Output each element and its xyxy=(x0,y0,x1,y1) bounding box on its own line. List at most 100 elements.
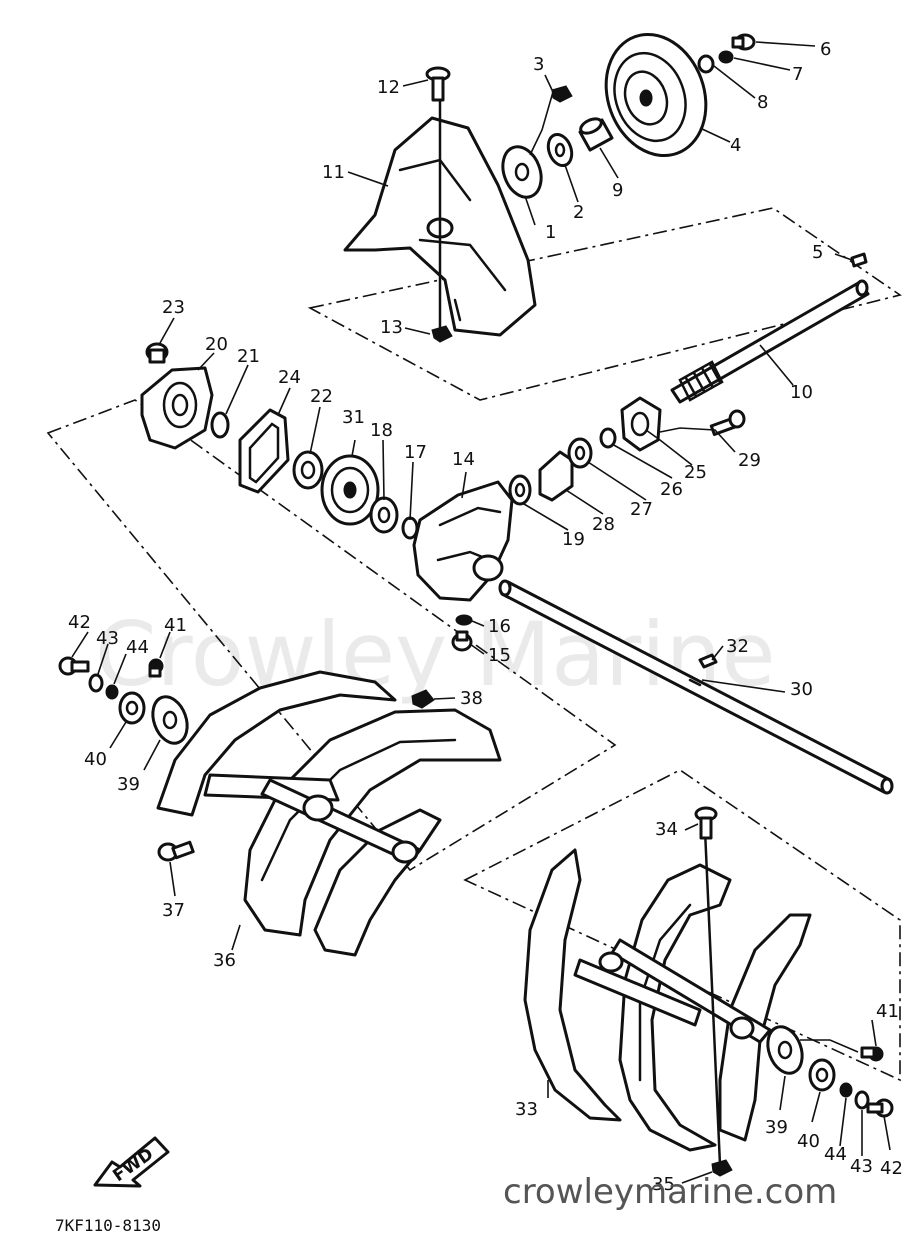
washer-43-left xyxy=(88,673,104,693)
bearing-19 xyxy=(508,474,532,506)
auger-shaft-30 xyxy=(498,579,894,795)
upper-assembly-outline xyxy=(307,207,902,401)
leader-lines xyxy=(71,41,891,1184)
callout-13: 13 xyxy=(380,317,403,338)
callout-40-left: 40 xyxy=(84,749,107,770)
bearing-40-right xyxy=(808,1058,836,1092)
callout-18: 18 xyxy=(370,420,393,441)
nut-38 xyxy=(411,689,435,709)
lower-assembly-outline xyxy=(463,769,901,1082)
bearing-22 xyxy=(292,450,324,490)
callout-9: 9 xyxy=(612,180,623,201)
callout-33: 33 xyxy=(515,1099,538,1120)
bolt-15 xyxy=(451,630,473,652)
oil-seal-21 xyxy=(210,411,230,439)
callout-1: 1 xyxy=(545,222,556,243)
nut-13 xyxy=(431,325,453,343)
bolt-41-left xyxy=(148,658,164,678)
drawing-code: 7KF110-8130 xyxy=(55,1216,161,1235)
gear-cover-20 xyxy=(140,366,214,450)
callout-4: 4 xyxy=(730,135,741,156)
footer-watermark: crowleymarine.com xyxy=(503,1172,837,1212)
callout-44-right: 44 xyxy=(824,1144,847,1165)
callout-7: 7 xyxy=(792,64,803,85)
washer-8 xyxy=(697,54,715,74)
nut-35 xyxy=(711,1159,733,1177)
washer-16 xyxy=(455,614,473,626)
callout-17: 17 xyxy=(404,442,427,463)
callout-40-right: 40 xyxy=(797,1131,820,1152)
callout-20: 20 xyxy=(205,334,228,355)
callout-10: 10 xyxy=(790,382,813,403)
bolt-6 xyxy=(731,33,756,51)
callout-42-left: 42 xyxy=(68,612,91,633)
callout-12: 12 xyxy=(377,77,400,98)
callout-6: 6 xyxy=(820,39,831,60)
callout-44-left: 44 xyxy=(126,637,149,658)
callout-16: 16 xyxy=(488,616,511,637)
drive-flange xyxy=(501,145,543,199)
callout-19: 19 xyxy=(562,529,585,550)
callout-24: 24 xyxy=(278,367,301,388)
callout-14: 14 xyxy=(452,449,475,470)
worm-shaft-10 xyxy=(670,279,870,404)
bearing-18 xyxy=(369,496,399,534)
bearing-40-left xyxy=(118,691,146,725)
gasket-28 xyxy=(538,450,574,502)
callout-41-right: 41 xyxy=(876,1001,899,1022)
collar-9 xyxy=(578,117,614,152)
bolt-37 xyxy=(157,840,195,862)
washer-7 xyxy=(718,50,734,64)
callout-2: 2 xyxy=(573,202,584,223)
washer-44-left xyxy=(105,684,119,700)
callout-39-left: 39 xyxy=(117,774,140,795)
callout-34: 34 xyxy=(655,819,678,840)
callout-42-right: 42 xyxy=(880,1158,903,1179)
callout-8: 8 xyxy=(757,92,768,113)
washer-44-right xyxy=(839,1082,853,1098)
bearing-housing-25 xyxy=(620,396,662,452)
key-5 xyxy=(850,252,868,268)
pulley-housing xyxy=(343,88,537,337)
callout-37: 37 xyxy=(162,900,185,921)
oil-seal-26 xyxy=(599,427,617,449)
gasket-24 xyxy=(238,408,290,494)
middle-assembly-outline xyxy=(46,399,617,872)
callout-28: 28 xyxy=(592,514,615,535)
bolt-42-left xyxy=(58,656,90,676)
callout-26: 26 xyxy=(660,479,683,500)
flange-39-left xyxy=(151,695,189,745)
auger-left-36 xyxy=(156,670,502,957)
bearing-2 xyxy=(546,133,574,167)
bolt-34 xyxy=(694,806,718,840)
flange-39-right xyxy=(766,1025,804,1075)
callout-31: 31 xyxy=(342,407,365,428)
callout-30: 30 xyxy=(790,679,813,700)
callout-numbers: 1 2 3 4 5 6 7 8 9 10 11 12 13 14 15 16 1… xyxy=(68,39,903,1195)
washer-43-right xyxy=(854,1090,870,1110)
bearing-27 xyxy=(567,437,593,469)
callout-36: 36 xyxy=(213,950,236,971)
gear-case-14 xyxy=(412,480,514,602)
callout-32: 32 xyxy=(726,636,749,657)
worm-gear-31 xyxy=(320,454,380,526)
bolt-41-right xyxy=(860,1046,884,1062)
watermark-text: Crowley Marine xyxy=(95,603,776,706)
callout-29: 29 xyxy=(738,450,761,471)
callout-21: 21 xyxy=(237,346,260,367)
auger-right-33 xyxy=(523,828,812,1167)
callout-15: 15 xyxy=(488,645,511,666)
bolt-42-right xyxy=(866,1098,894,1118)
callout-22: 22 xyxy=(310,386,333,407)
nut-3 xyxy=(551,85,573,103)
key-32 xyxy=(698,653,718,669)
callout-43-right: 43 xyxy=(850,1156,873,1177)
callout-11: 11 xyxy=(322,162,345,183)
callout-35: 35 xyxy=(652,1174,675,1195)
callout-43-left: 43 xyxy=(96,628,119,649)
bolt-12 xyxy=(425,66,451,102)
pulley-4 xyxy=(604,32,708,158)
callout-41-left: 41 xyxy=(164,615,187,636)
